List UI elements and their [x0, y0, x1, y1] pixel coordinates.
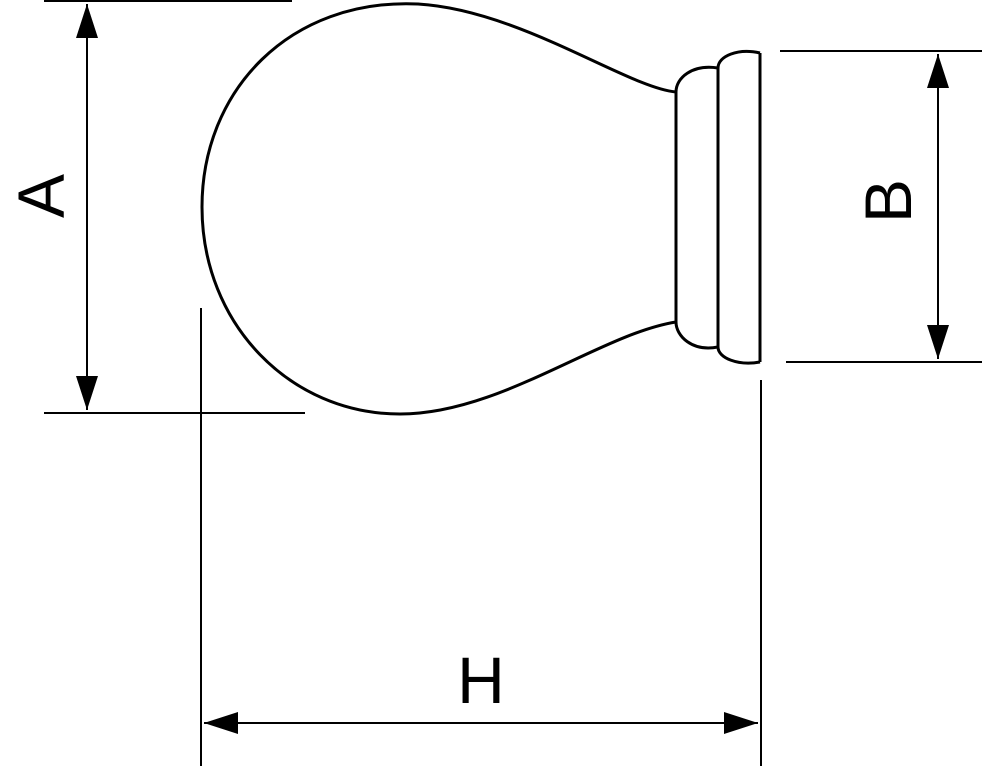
drawing-lines	[44, 0, 982, 766]
dimension-b-label: B	[851, 179, 925, 223]
knob-body-outline	[200, 2, 677, 416]
dimension-a-label: A	[4, 174, 78, 218]
dimension-h-arrow-left	[204, 712, 238, 734]
dimension-h-label: H	[457, 643, 505, 717]
dimension-h-arrow-right	[724, 712, 758, 734]
knob-base-flange	[716, 50, 761, 365]
dimension-a-arrow-top	[76, 4, 98, 38]
dimension-b-arrow-top	[927, 54, 949, 88]
dimension-b-arrow-bottom	[927, 325, 949, 359]
knob-neck-ring	[674, 65, 719, 350]
dimension-a-arrow-bottom	[76, 376, 98, 410]
